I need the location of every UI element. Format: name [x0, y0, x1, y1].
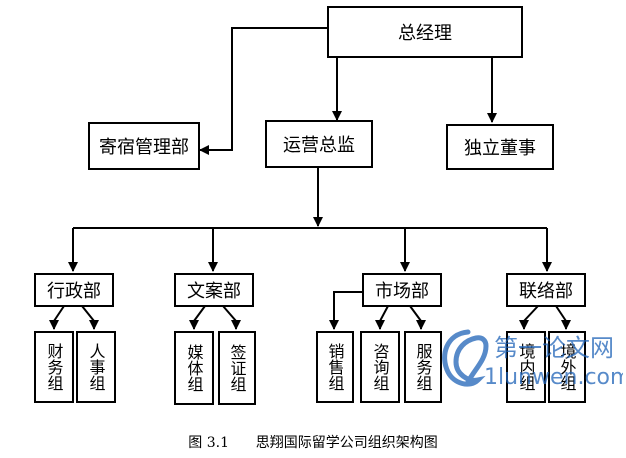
edge-admin-finance — [49, 305, 65, 330]
edge-marketing-service — [409, 305, 426, 330]
node-operations-director: 运营总监 — [265, 120, 373, 168]
node-admin-dept: 行政部 — [34, 273, 114, 307]
node-hr-group: 人事组 — [76, 331, 116, 403]
edge-copy-media — [189, 305, 206, 330]
node-media-group: 媒体组 — [174, 331, 214, 405]
watermark-logo: 第一论文网 1lunwen.com — [438, 326, 626, 394]
watermark-swirl-icon: 第一论文网 1lunwen.com — [442, 329, 626, 390]
edge-marketing-consult — [375, 305, 389, 330]
figure-caption: 图 3.1 思翔国际留学公司组织架构图 — [0, 432, 626, 452]
node-finance-group: 财务组 — [34, 331, 74, 403]
node-copywriting-dept: 文案部 — [174, 273, 254, 307]
node-domestic-group: 境内组 — [506, 331, 546, 403]
node-ceo: 总经理 — [327, 6, 523, 58]
node-service-group: 服务组 — [404, 331, 442, 403]
edge-liaison-overseas — [555, 305, 571, 330]
edge-liaison-domestic — [519, 305, 539, 330]
node-independent-director: 独立董事 — [446, 124, 554, 170]
edge-ceo-dorm — [199, 27, 327, 155]
node-marketing-dept: 市场部 — [362, 273, 442, 307]
edge-copy-visa — [222, 305, 241, 330]
node-liaison-dept: 联络部 — [506, 273, 586, 307]
figure-title: 思翔国际留学公司组织架构图 — [255, 435, 438, 451]
edge-marketing-sales — [329, 291, 362, 330]
node-visa-group: 签证组 — [218, 331, 256, 405]
node-consulting-group: 咨询组 — [360, 331, 400, 403]
watermark-name: 第一论文网 — [494, 334, 614, 362]
node-overseas-group: 境外组 — [548, 331, 586, 403]
figure-number: 图 3.1 — [188, 435, 229, 451]
node-dorm-management: 寄宿管理部 — [88, 122, 200, 170]
watermark-domain: 1lunwen.com — [484, 365, 623, 390]
node-sales-group: 销售组 — [316, 331, 354, 403]
edge-admin-hr — [81, 305, 99, 330]
